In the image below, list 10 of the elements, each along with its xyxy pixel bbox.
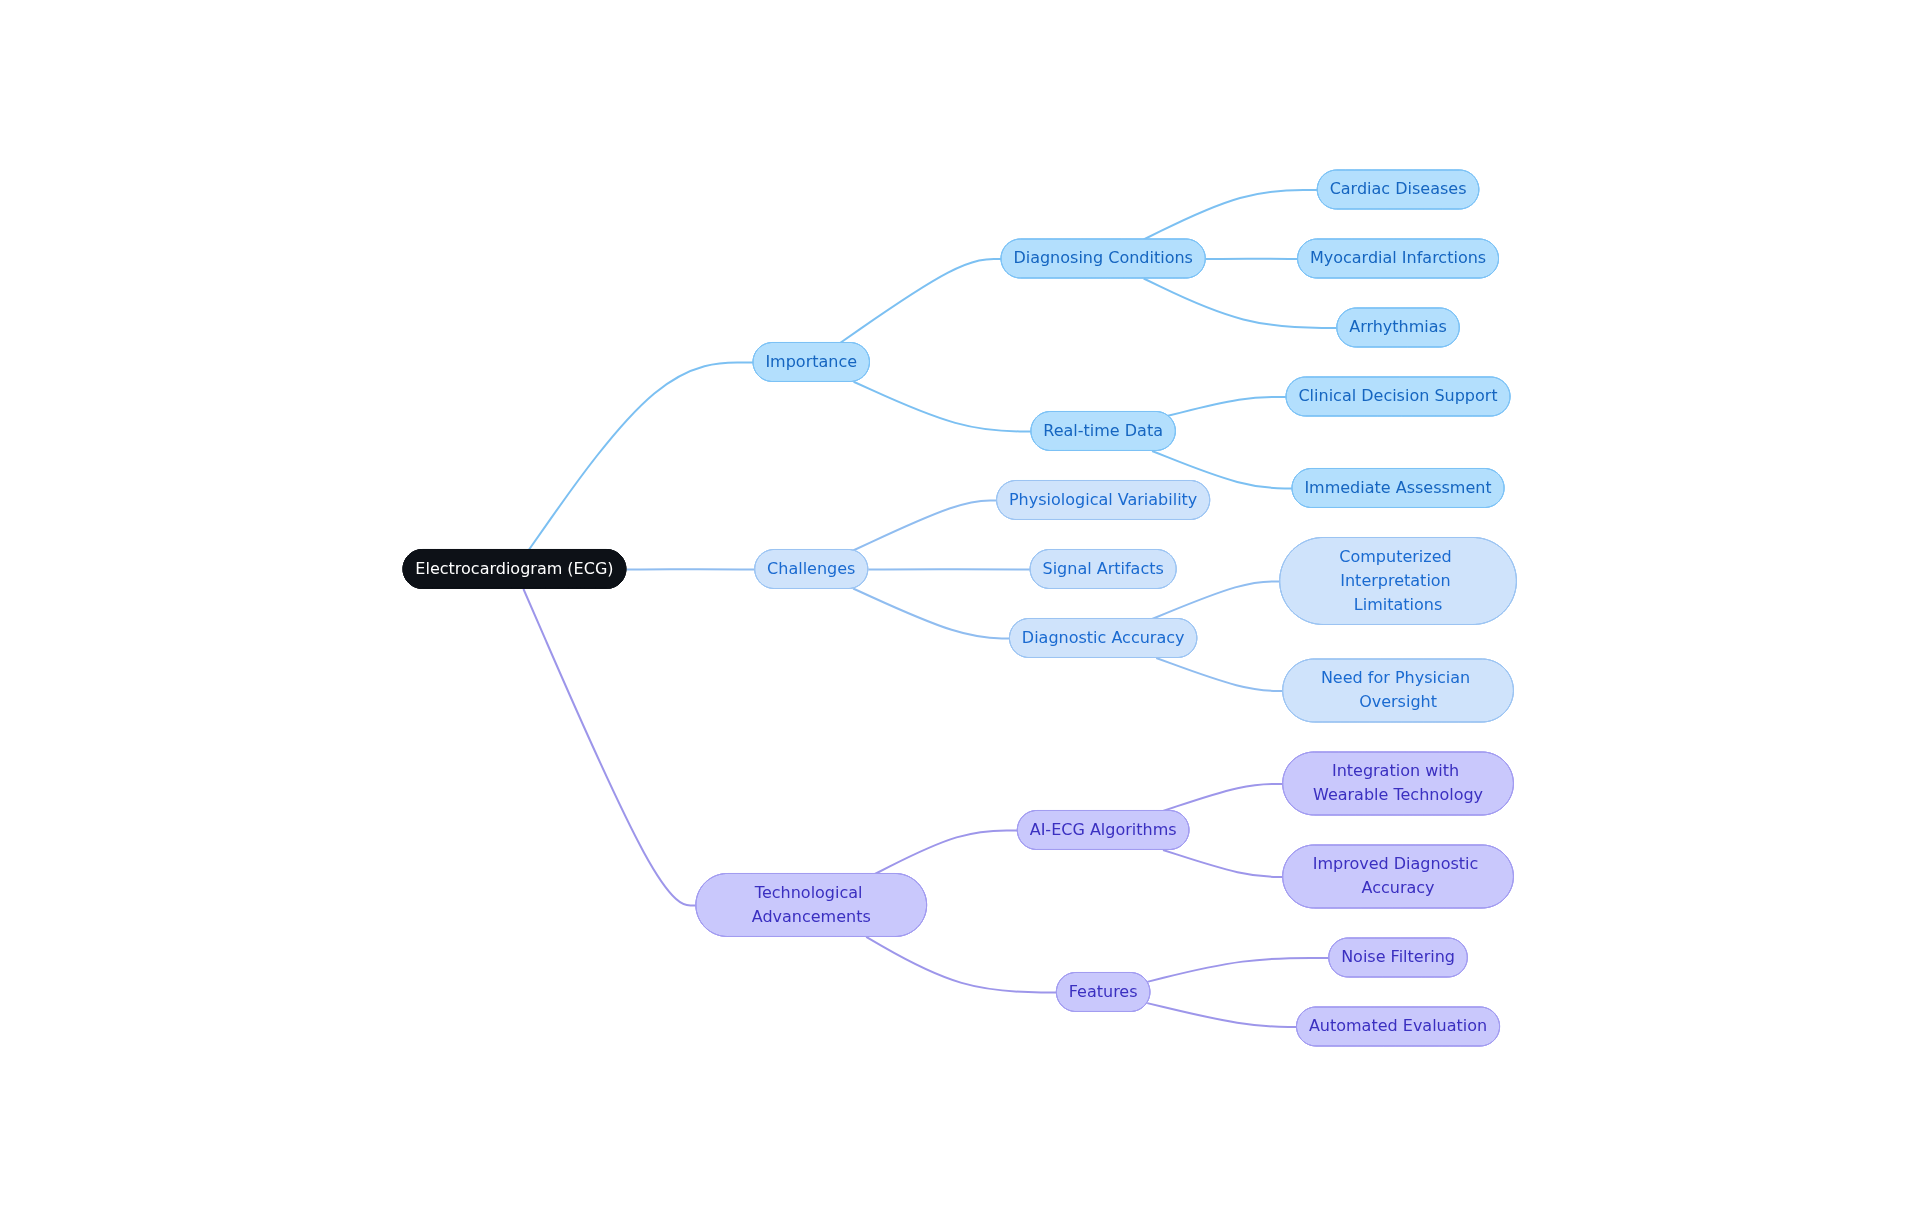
connector — [839, 257, 1003, 344]
connector — [1167, 395, 1288, 417]
connector — [1205, 257, 1300, 260]
connector — [522, 587, 698, 906]
connector — [1151, 449, 1294, 489]
connector — [1142, 277, 1339, 329]
connector — [852, 380, 1033, 432]
connector — [867, 567, 1032, 570]
connector — [1146, 956, 1331, 983]
connector — [625, 567, 757, 570]
